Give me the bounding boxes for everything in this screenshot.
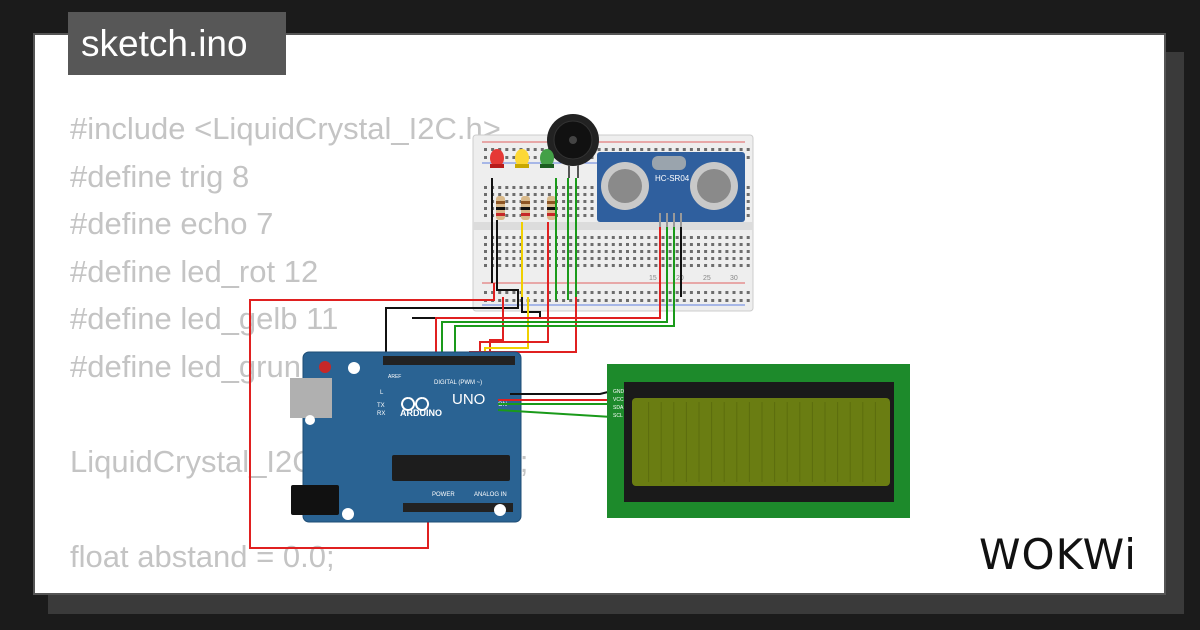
- code-line: #include <LiquidCrystal_I2C.h>: [70, 111, 501, 146]
- code-line: #define led_rot 12: [70, 253, 319, 289]
- tx-label: TX: [377, 403, 385, 409]
- lcd-pin-label: VCC: [613, 397, 624, 403]
- wokwi-logo: WOKWi: [979, 530, 1137, 579]
- arduino-model: UNO: [452, 391, 485, 408]
- led-red: [490, 149, 504, 168]
- analog-label: ANALOG IN: [474, 492, 507, 498]
- power-label: POWER: [432, 492, 455, 498]
- bb-col-label: 20: [676, 275, 684, 282]
- sensor-label: HC-SR04: [655, 174, 690, 183]
- bb-col-label: 30: [730, 275, 738, 282]
- l-label: L: [380, 390, 384, 396]
- lcd-pin-label: SDA: [613, 405, 624, 411]
- arduino-wires: [249, 283, 675, 549]
- breadboard-wires: [491, 178, 682, 300]
- arduino-brand: ARDUINO: [400, 408, 442, 418]
- led-green: [540, 149, 554, 168]
- lcd-display: GND VCC SDA SCL: [607, 364, 910, 518]
- lcd-pin-label: SCL: [613, 413, 623, 419]
- lcd-wires: [497, 390, 613, 418]
- rx-label: RX: [377, 411, 385, 417]
- led-yellow: [515, 149, 529, 168]
- digital-label: DIGITAL (PWM ~): [434, 380, 482, 386]
- code-line: #define led_gelb 11: [70, 301, 339, 336]
- bb-col-label: 25: [703, 275, 711, 282]
- code-line: #define trig 8: [70, 158, 250, 194]
- buzzer: [547, 114, 599, 178]
- wokwi-logo-text: WOKWi: [979, 530, 1137, 579]
- ultrasonic-sensor: HC-SR04: [597, 152, 745, 227]
- arduino-board: ARDUINO UNO DIGITAL (PWM ~) POWER ANALOG…: [290, 351, 522, 523]
- filename-tab: sketch.ino: [68, 12, 286, 75]
- code-line: #define led_grun 10: [70, 348, 345, 384]
- lcd-pin-label: GND: [613, 389, 625, 395]
- bb-col-label: 15: [649, 275, 657, 282]
- resistors: [496, 196, 556, 220]
- preview-card: #include <LiquidCrystal_I2C.h> #define tr…: [33, 33, 1166, 595]
- code-line: #define echo 7: [70, 206, 274, 241]
- aref-label: AREF: [388, 374, 401, 380]
